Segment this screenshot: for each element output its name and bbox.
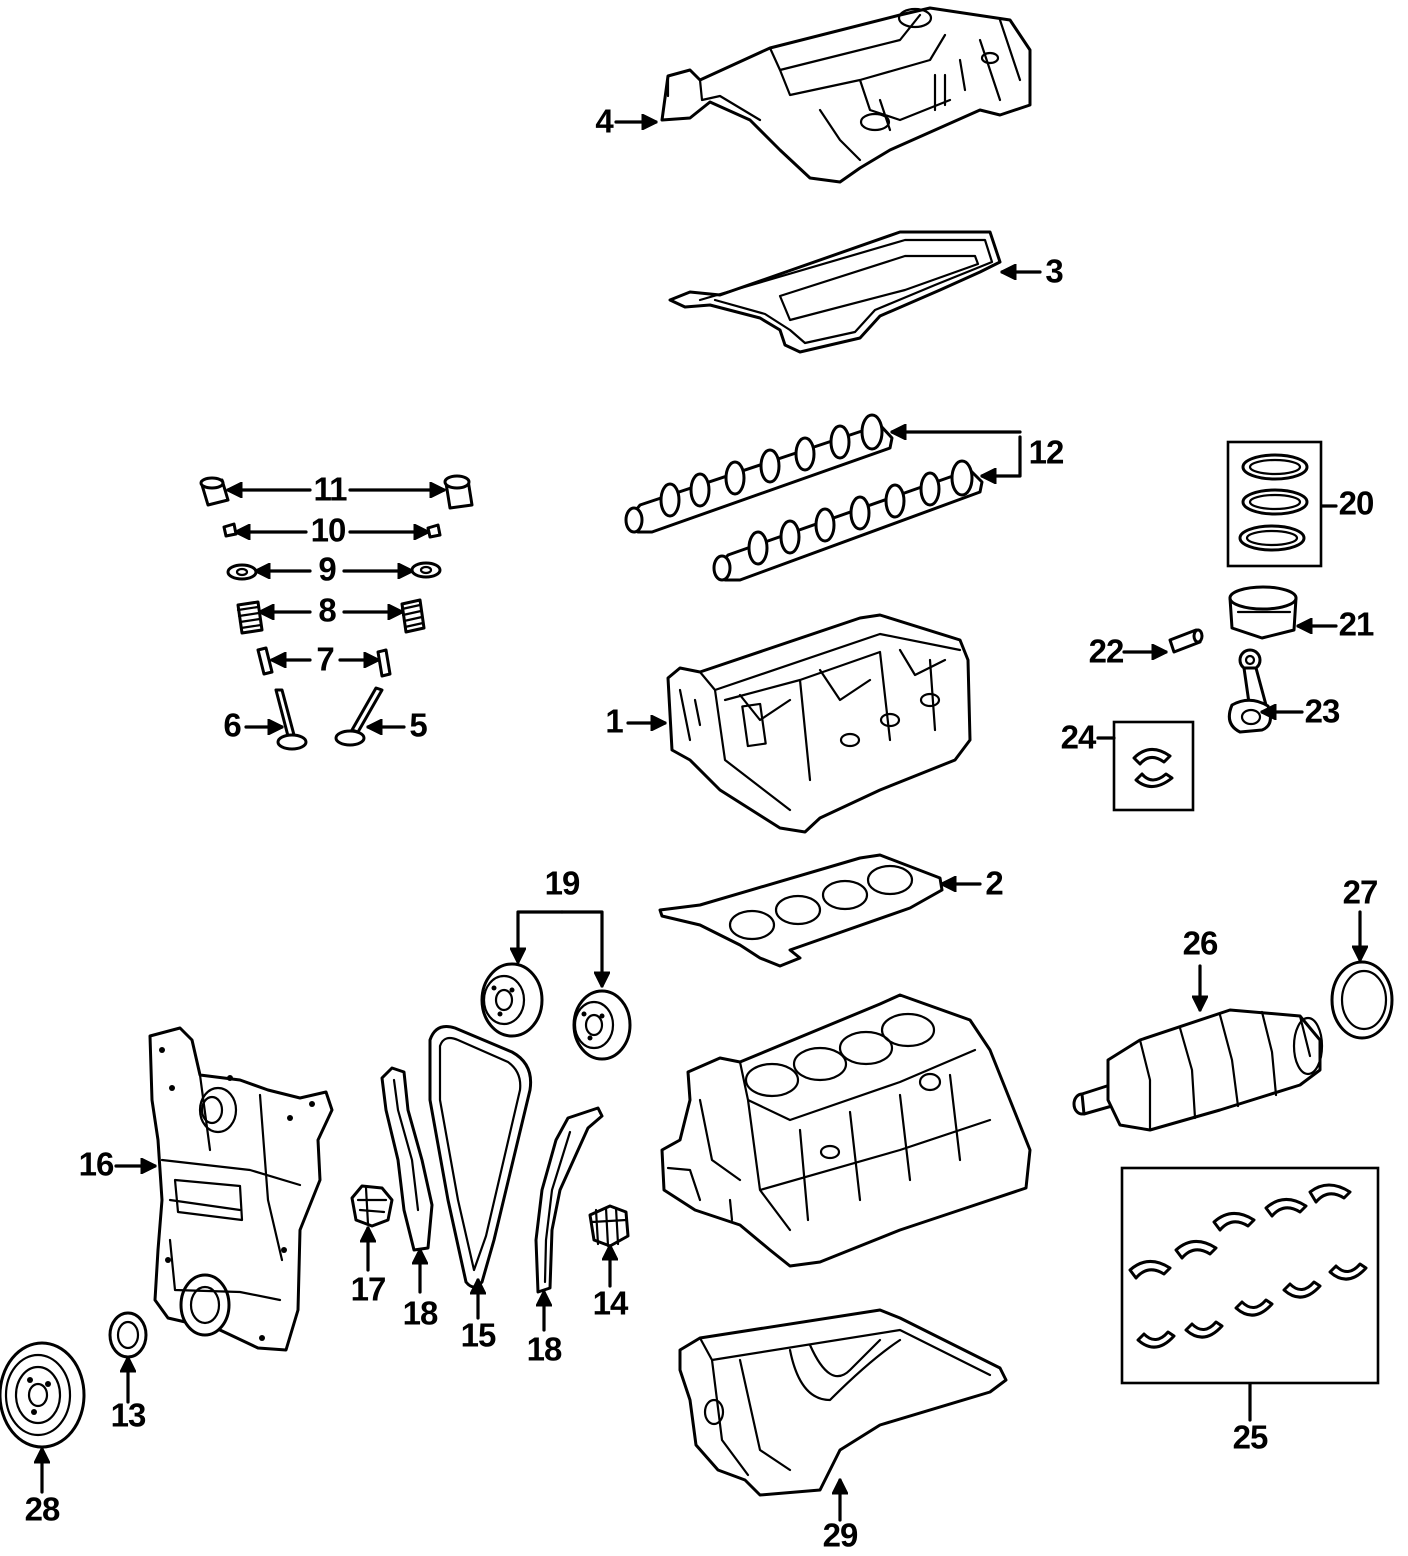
callout-24: 24 xyxy=(1061,719,1097,756)
camshaft-part xyxy=(624,413,984,582)
rod-bearings-part xyxy=(1112,720,1195,812)
callout-23: 23 xyxy=(1305,693,1340,730)
cylinder-head-part xyxy=(666,613,972,834)
callout-29: 29 xyxy=(823,1517,858,1554)
head-gasket-part xyxy=(658,853,944,968)
callout-12: 12 xyxy=(1029,434,1064,471)
oil-pan-part xyxy=(678,1308,1008,1497)
engine-block-part xyxy=(660,993,1032,1268)
callout-2: 2 xyxy=(985,865,1003,902)
timing-chain-tensioner-part xyxy=(350,1184,394,1228)
valve-cover-gasket-part xyxy=(668,230,1002,354)
callout-10: 10 xyxy=(311,512,346,549)
timing-chain-part xyxy=(428,1025,533,1289)
callout-19: 19 xyxy=(545,865,580,902)
front-crank-seal-part xyxy=(108,1311,148,1359)
callout-5: 5 xyxy=(409,707,427,744)
timing-cover-part xyxy=(148,1026,334,1352)
cam-phaser-part xyxy=(480,962,632,1061)
callout-21: 21 xyxy=(1339,606,1374,643)
callout-4: 4 xyxy=(595,103,614,140)
exhaust-valve-part xyxy=(334,686,384,747)
leader-lines xyxy=(42,122,1360,1522)
main-bearings-part xyxy=(1120,1166,1380,1385)
piston-part xyxy=(1228,585,1298,640)
valve-stem-seal-part xyxy=(256,646,392,678)
crankshaft-sprocket-part xyxy=(588,1204,630,1248)
callout-17: 17 xyxy=(351,1271,386,1308)
connecting-rod-part xyxy=(1227,648,1272,734)
chain-guide-part xyxy=(380,1066,604,1294)
callout-22: 22 xyxy=(1089,633,1124,670)
intake-valve-part xyxy=(274,688,308,751)
piston-pin-part xyxy=(1168,628,1204,654)
valve-cover-part xyxy=(660,6,1032,184)
callout-18a: 18 xyxy=(403,1295,438,1332)
valve-keeper-part xyxy=(222,522,442,539)
piston-rings-part xyxy=(1226,440,1323,568)
crankshaft-pulley-part xyxy=(0,1341,86,1449)
callout-25: 25 xyxy=(1233,1419,1268,1456)
rear-main-seal-part xyxy=(1330,960,1394,1040)
callout-6: 6 xyxy=(223,707,241,744)
callout-11: 11 xyxy=(314,471,348,508)
callout-27: 27 xyxy=(1343,874,1378,911)
callout-26: 26 xyxy=(1183,925,1218,962)
callout-15: 15 xyxy=(461,1317,496,1354)
callout-13: 13 xyxy=(111,1397,146,1434)
callout-20: 20 xyxy=(1339,485,1374,522)
callout-3: 3 xyxy=(1045,253,1063,290)
crankshaft-part xyxy=(1072,1008,1324,1132)
valve-spring-part xyxy=(236,598,426,635)
lifter-part xyxy=(199,474,474,510)
callout-7: 7 xyxy=(316,641,333,678)
callout-1: 1 xyxy=(605,703,623,740)
callout-28: 28 xyxy=(25,1491,60,1528)
callout-14: 14 xyxy=(593,1285,629,1322)
callout-9: 9 xyxy=(318,551,336,588)
callout-labels: 1 2 3 4 5 6 7 8 9 10 11 12 13 14 15 16 1… xyxy=(25,103,1379,1554)
callout-8: 8 xyxy=(318,592,336,629)
callout-16: 16 xyxy=(79,1146,114,1183)
callout-18b: 18 xyxy=(527,1331,562,1368)
